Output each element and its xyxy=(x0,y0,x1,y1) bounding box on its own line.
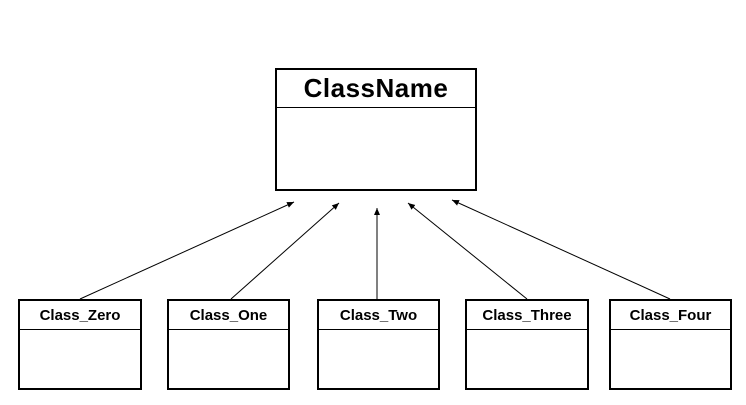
arrow-class-four-to-parent xyxy=(451,199,671,300)
arrow-class-zero-to-parent xyxy=(79,201,295,300)
parent-class-name: ClassName xyxy=(277,70,475,108)
arrow-class-three-to-parent xyxy=(407,202,528,300)
class-zero-name: Class_Zero xyxy=(20,301,140,330)
class-three-name: Class_Three xyxy=(467,301,587,330)
class-four-box[interactable]: Class_Four xyxy=(609,299,732,390)
class-two-name: Class_Two xyxy=(319,301,438,330)
class-three-box[interactable]: Class_Three xyxy=(465,299,589,390)
class-zero-box[interactable]: Class_Zero xyxy=(18,299,142,390)
class-one-name: Class_One xyxy=(169,301,288,330)
class-one-box[interactable]: Class_One xyxy=(167,299,290,390)
class-two-box[interactable]: Class_Two xyxy=(317,299,440,390)
class-four-name: Class_Four xyxy=(611,301,730,330)
arrow-class-one-to-parent xyxy=(230,202,340,300)
parent-class-box[interactable]: ClassName xyxy=(275,68,477,191)
